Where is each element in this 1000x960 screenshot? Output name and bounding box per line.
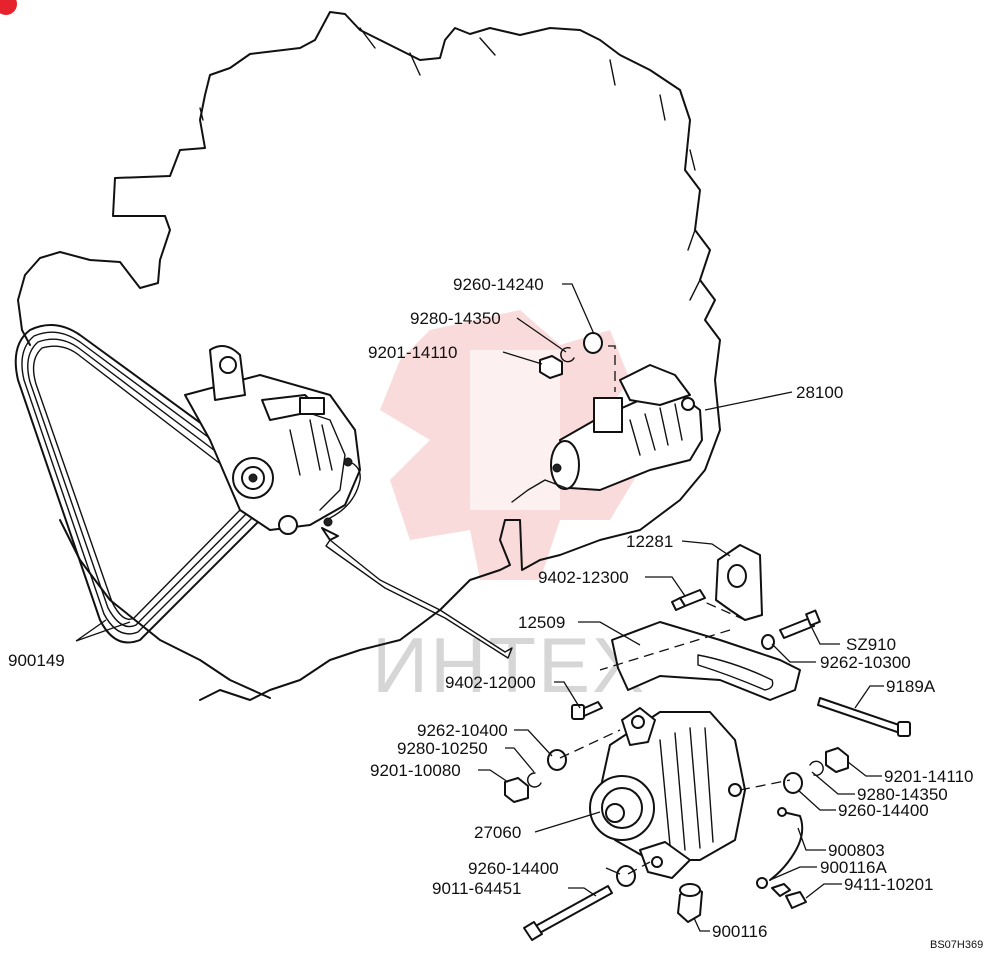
label-27060: 27060 <box>474 823 521 842</box>
label-12281: 12281 <box>626 532 673 551</box>
label-9411-10201: 9411-10201 <box>844 875 934 894</box>
label-9262-10300: 9262-10300 <box>820 653 911 672</box>
leader-lines <box>75 283 884 932</box>
bolt-sz910 <box>761 609 821 650</box>
starter-motor-28100 <box>511 345 703 503</box>
label-9402-12300: 9402-12300 <box>538 568 629 587</box>
alternator-left-fasteners <box>504 729 621 803</box>
label-900149: 900149 <box>8 651 65 670</box>
mounted-alternator <box>184 345 361 535</box>
bolt-9011-64451 <box>523 861 651 941</box>
alternator-right-fasteners <box>739 747 849 794</box>
label-28100: 28100 <box>796 383 843 402</box>
label-9262-10400: 9262-10400 <box>417 721 508 740</box>
label-9280-10250: 9280-10250 <box>397 739 488 758</box>
label-9280-14350-top: 9280-14350 <box>410 309 501 328</box>
label-12509: 12509 <box>518 613 565 632</box>
label-900116: 900116 <box>712 922 767 941</box>
part-labels: 9260-14240 9280-14350 9201-14110 28100 1… <box>8 275 983 951</box>
watermark-logo-icon <box>380 310 640 580</box>
label-9280-14350-bottom: 9280-14350 <box>857 785 948 804</box>
label-9201-14110-top: 9201-14110 <box>368 343 458 362</box>
label-9011-64451: 9011-64451 <box>432 879 522 898</box>
label-9260-14400-left: 9260-14400 <box>468 859 559 878</box>
label-9201-14110-bottom: 9201-14110 <box>884 767 974 786</box>
drawing-code: BS07H369 <box>930 939 983 951</box>
watermark-text: ИНТЕХ <box>372 621 646 709</box>
corner-marker-icon <box>0 0 17 15</box>
label-900116a: 900116A <box>820 858 887 877</box>
starter-fasteners <box>539 332 603 379</box>
label-9260-14240-top: 9260-14240 <box>453 275 544 294</box>
label-9201-10080: 9201-10080 <box>370 761 461 780</box>
label-9260-14400-right: 9260-14400 <box>838 801 929 820</box>
v-belt-900149 <box>14 324 275 644</box>
label-sz910: SZ910 <box>846 635 896 654</box>
assembly-arrow <box>321 527 513 659</box>
alternator-27060 <box>589 707 746 879</box>
bolt-9402-12000 <box>571 701 603 720</box>
bracket-12281 <box>715 544 763 621</box>
label-9402-12000: 9402-12000 <box>445 673 536 692</box>
bolt-9189a <box>817 697 911 737</box>
label-9189a: 9189A <box>886 677 936 696</box>
collar-900116 <box>677 883 703 923</box>
bracket-12509 <box>599 599 801 701</box>
label-900803: 900803 <box>828 841 885 860</box>
bolt-9402-12300 <box>671 589 706 611</box>
lead-wire-900803 <box>756 807 807 909</box>
